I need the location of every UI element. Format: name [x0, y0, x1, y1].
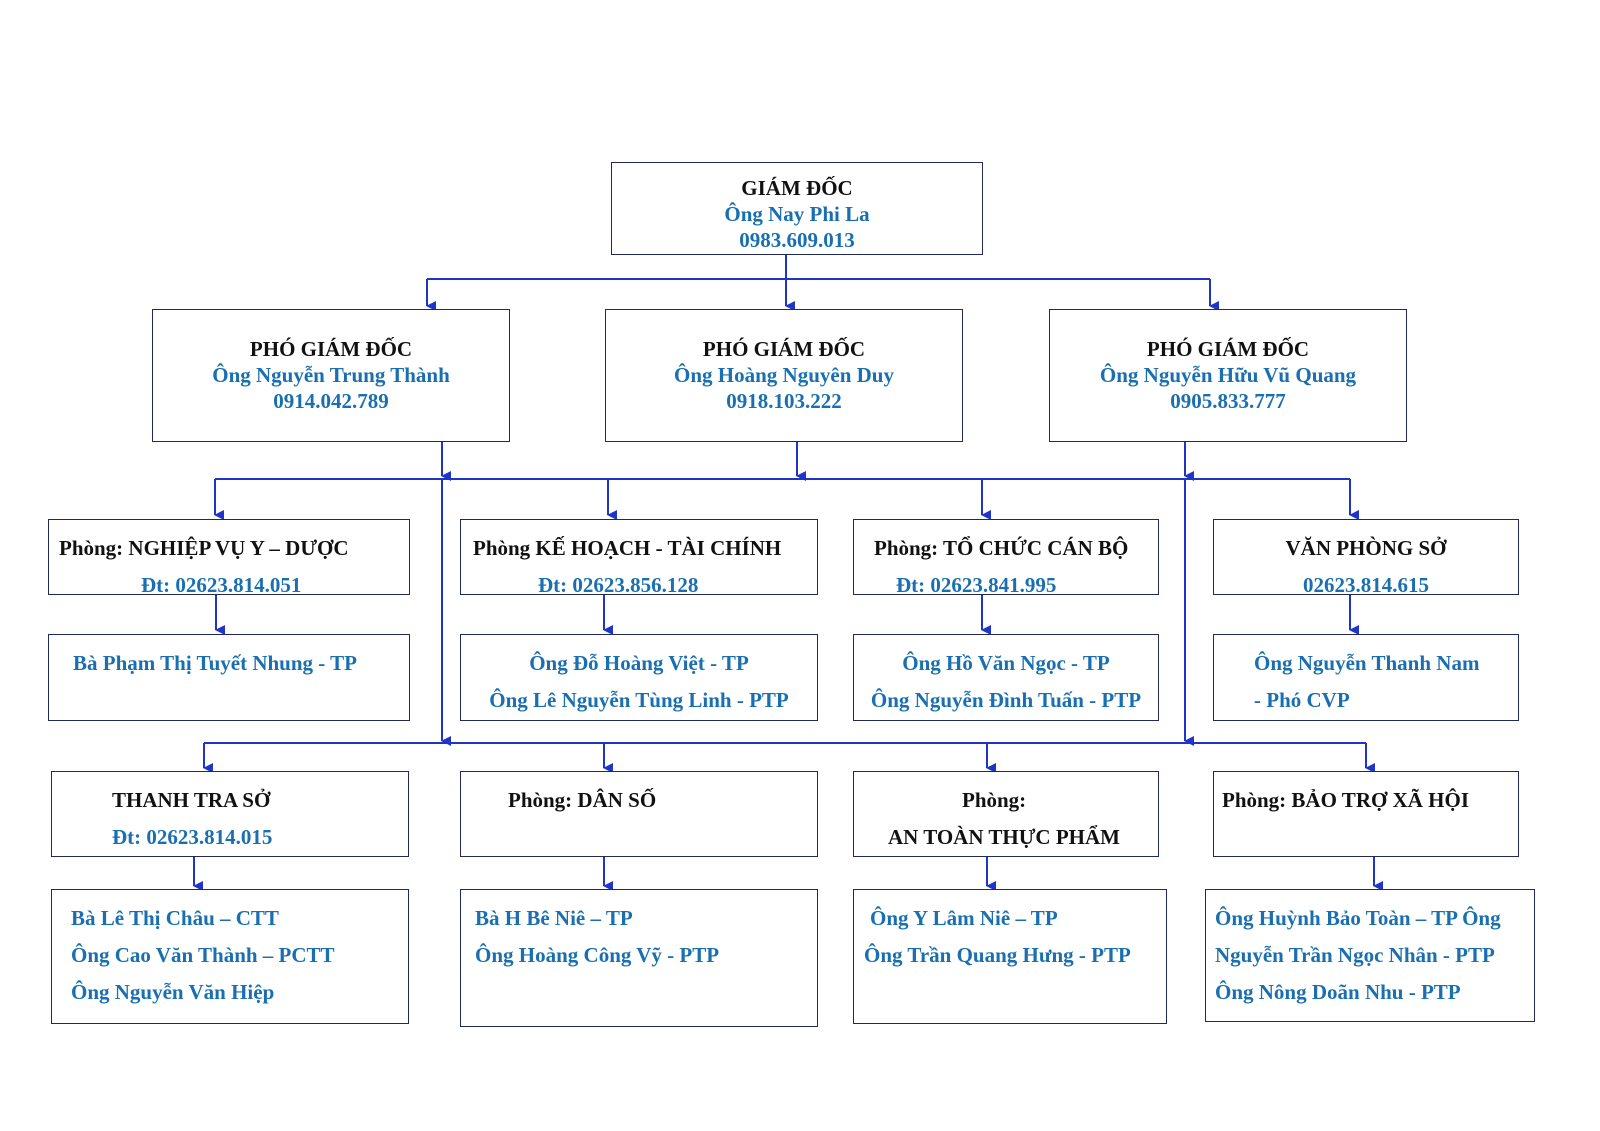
- department-title: Phòng: DÂN SỐ: [508, 788, 657, 812]
- department-title: Phòng: NGHIỆP VỤ Y – DƯỢC: [59, 536, 349, 560]
- director-box: GIÁM ĐỐC Ông Nay Phi La 0983.609.013: [611, 162, 983, 255]
- deputy-title: PHÓ GIÁM ĐỐC: [702, 337, 866, 361]
- staff-member: Ông Nguyễn Văn Hiệp: [71, 980, 275, 1004]
- staff-member: Bà Lê Thị Châu – CTT: [71, 906, 279, 930]
- staff-box: Bà Phạm Thị Tuyết Nhung - TP: [48, 634, 410, 721]
- staff-member: Ông Huỳnh Bảo Toàn – TP Ông: [1215, 906, 1501, 930]
- deputy-phone: 0905.833.777: [1170, 389, 1286, 413]
- department-phone: Đt: 02623.814.015: [112, 825, 273, 849]
- staff-box: Ông Nguyễn Thanh Nam - Phó CVP: [1213, 634, 1519, 721]
- director-name: Ông Nay Phi La: [724, 202, 870, 226]
- deputy-phone: 0918.103.222: [726, 389, 842, 413]
- department-box-an-toan-thuc-pham: Phòng: AN TOÀN THỰC PHẨM: [853, 771, 1159, 857]
- department-box-van-phong-so: VĂN PHÒNG SỞ 02623.814.615: [1213, 519, 1519, 597]
- staff-member: Ông Hồ Văn Ngọc - TP: [902, 651, 1110, 675]
- staff-member: Ông Nông Doãn Nhu - PTP: [1215, 980, 1461, 1004]
- department-title: Phòng: BẢO TRỢ XÃ HỘI: [1222, 788, 1469, 812]
- department-phone: Đt: 02623.856.128: [538, 573, 699, 597]
- staff-member: - Phó CVP: [1254, 688, 1350, 712]
- department-box-bao-tro-xa-hoi: Phòng: BẢO TRỢ XÃ HỘI: [1213, 771, 1519, 857]
- department-title-line2: AN TOÀN THỰC PHẨM: [888, 825, 1120, 849]
- director-title: GIÁM ĐỐC: [741, 176, 853, 200]
- staff-box: Ông Hồ Văn Ngọc - TP Ông Nguyễn Đình Tuấ…: [853, 634, 1159, 721]
- staff-member: Ông Nguyễn Đình Tuấn - PTP: [870, 688, 1142, 712]
- staff-member: Nguyễn Trần Ngọc Nhân - PTP: [1215, 943, 1495, 967]
- staff-member: Ông Nguyễn Thanh Nam: [1254, 651, 1480, 675]
- deputy-phone: 0914.042.789: [273, 389, 389, 413]
- department-phone: 02623.814.615: [1303, 573, 1429, 597]
- department-box-ke-hoach-tai-chinh: Phòng KẾ HOẠCH - TÀI CHÍNH Đt: 02623.856…: [460, 519, 818, 597]
- department-box-thanh-tra-so: THANH TRA SỞ Đt: 02623.814.015: [51, 771, 409, 857]
- staff-box: Bà Lê Thị Châu – CTT Ông Cao Văn Thành –…: [51, 889, 409, 1024]
- staff-member: Ông Hoàng Công Vỹ - PTP: [475, 943, 720, 967]
- department-phone: Đt: 02623.841.995: [896, 573, 1057, 597]
- staff-member: Ông Lê Nguyễn Tùng Linh - PTP: [489, 688, 789, 712]
- department-title: Phòng: TỔ CHỨC CÁN BỘ: [874, 536, 1129, 560]
- staff-member: Ông Đỗ Hoàng Việt - TP: [529, 651, 749, 675]
- deputy-title: PHÓ GIÁM ĐỐC: [1146, 337, 1310, 361]
- deputy-director-box: PHÓ GIÁM ĐỐC Ông Nguyễn Hữu Vũ Quang 090…: [1049, 309, 1407, 442]
- department-box-nghiep-vu-y-duoc: Phòng: NGHIỆP VỤ Y – DƯỢC Đt: 02623.814.…: [48, 519, 410, 597]
- deputy-director-box: PHÓ GIÁM ĐỐC Ông Hoàng Nguyên Duy 0918.1…: [605, 309, 963, 442]
- staff-member: Bà Phạm Thị Tuyết Nhung - TP: [73, 651, 357, 675]
- staff-member: Bà H Bê Niê – TP: [475, 906, 633, 930]
- department-title: THANH TRA SỞ: [112, 788, 271, 812]
- department-box-dan-so: Phòng: DÂN SỐ: [460, 771, 818, 857]
- deputy-title: PHÓ GIÁM ĐỐC: [249, 337, 413, 361]
- staff-box: Bà H Bê Niê – TP Ông Hoàng Công Vỹ - PTP: [460, 889, 818, 1027]
- staff-member: Ông Trần Quang Hưng - PTP: [864, 943, 1131, 967]
- department-title: Phòng KẾ HOẠCH - TÀI CHÍNH: [473, 536, 782, 560]
- deputy-name: Ông Hoàng Nguyên Duy: [674, 363, 894, 387]
- director-phone: 0983.609.013: [739, 228, 855, 252]
- deputy-director-box: PHÓ GIÁM ĐỐC Ông Nguyễn Trung Thành 0914…: [152, 309, 510, 442]
- department-phone: Đt: 02623.814.051: [141, 573, 302, 597]
- staff-box: Ông Huỳnh Bảo Toàn – TP Ông Nguyễn Trần …: [1205, 889, 1535, 1022]
- deputy-name: Ông Nguyễn Hữu Vũ Quang: [1099, 363, 1357, 387]
- staff-box: Ông Y Lâm Niê – TP Ông Trần Quang Hưng -…: [853, 889, 1167, 1024]
- staff-member: Ông Cao Văn Thành – PCTT: [71, 943, 335, 967]
- department-title: VĂN PHÒNG SỞ: [1285, 536, 1447, 560]
- department-box-to-chuc-can-bo: Phòng: TỔ CHỨC CÁN BỘ Đt: 02623.841.995: [853, 519, 1159, 597]
- staff-box: Ông Đỗ Hoàng Việt - TP Ông Lê Nguyễn Tùn…: [460, 634, 818, 721]
- staff-member: Ông Y Lâm Niê – TP: [870, 906, 1058, 930]
- department-title: Phòng:: [962, 788, 1027, 812]
- deputy-name: Ông Nguyễn Trung Thành: [212, 363, 450, 387]
